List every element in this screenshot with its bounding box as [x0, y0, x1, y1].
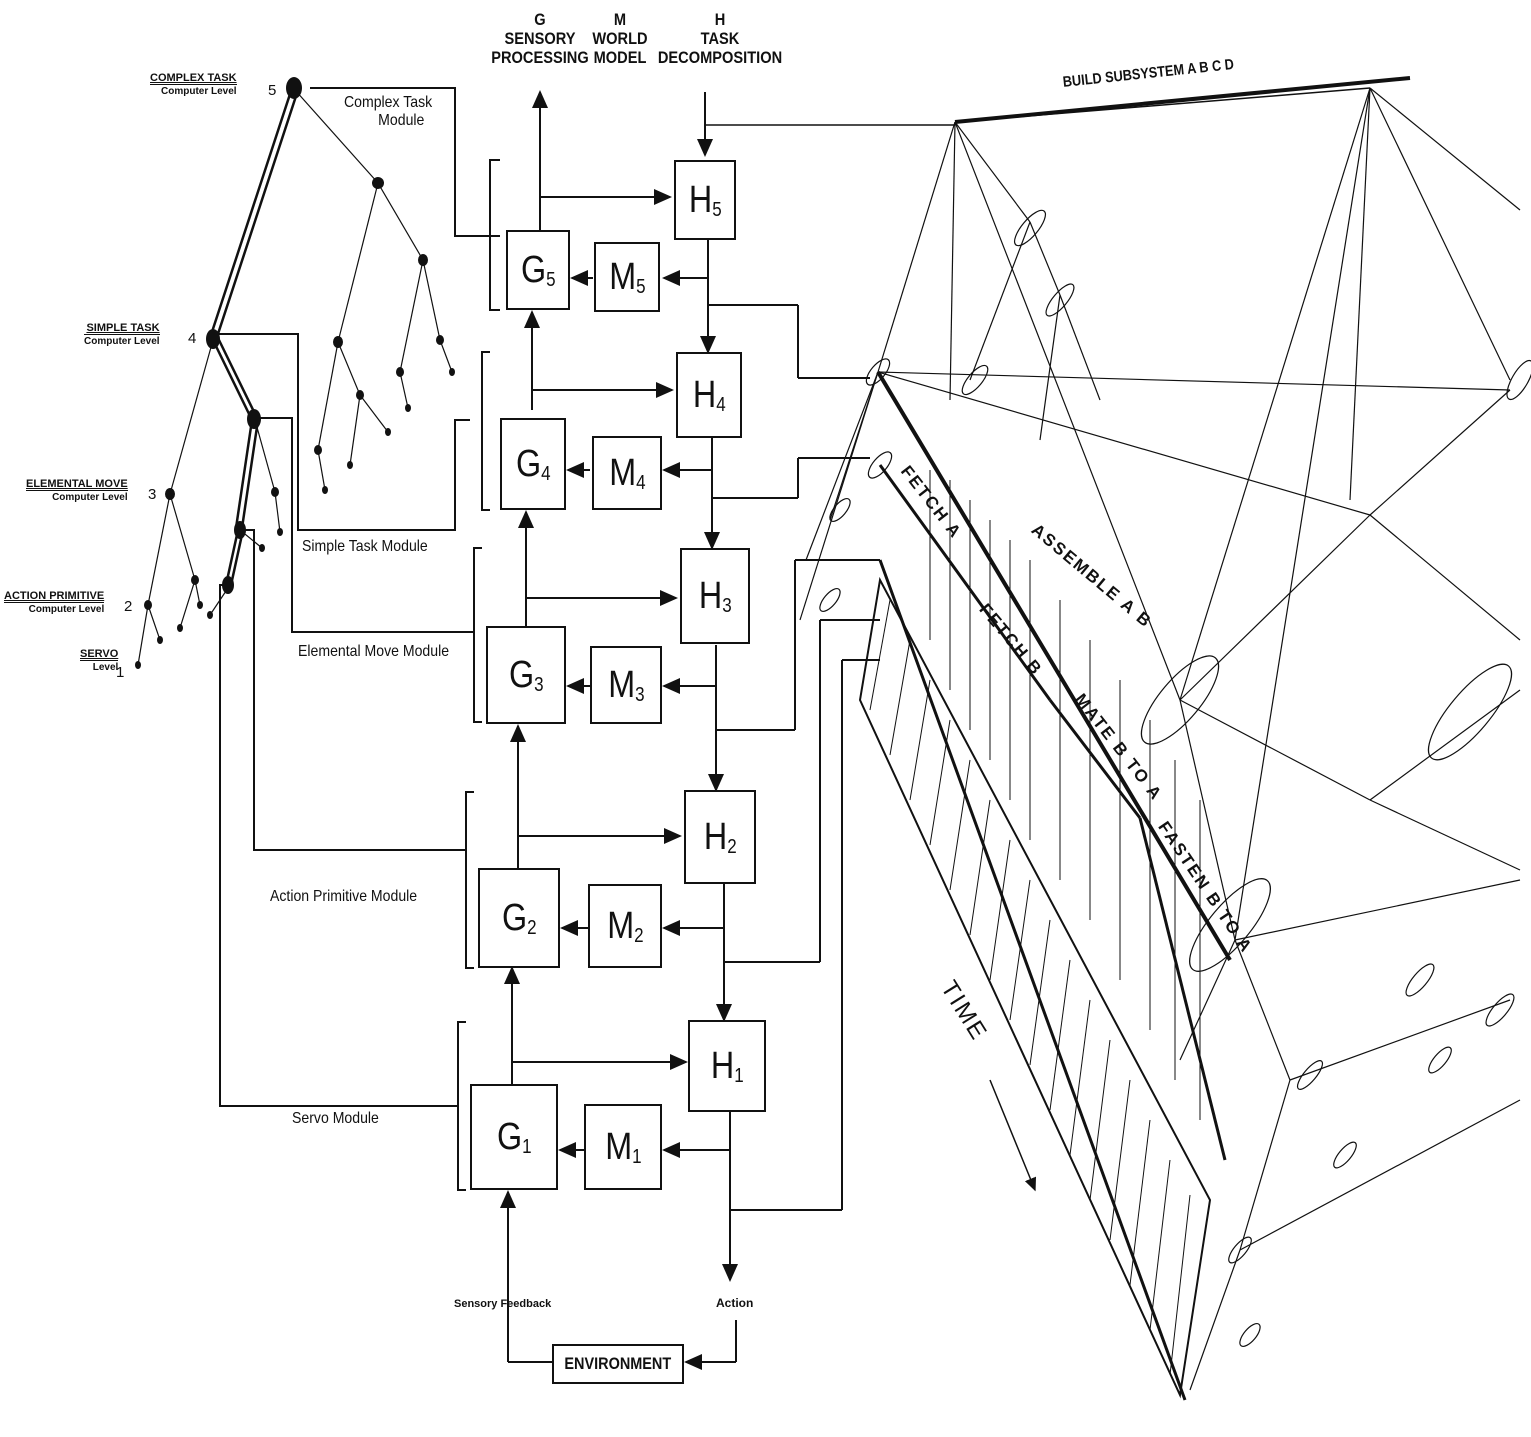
level-3-label: ELEMENTAL MOVE Computer Level — [26, 478, 128, 503]
action-label: Action — [716, 1296, 753, 1310]
level-5-top: COMPLEX TASK — [150, 72, 237, 84]
level-1-number: 1 — [116, 664, 124, 681]
m4-symbol: M4 — [609, 452, 645, 495]
level-2-label: ACTION PRIMITIVE Computer Level — [4, 590, 104, 615]
g1-box: G1 — [470, 1084, 558, 1190]
level-3-top: ELEMENTAL MOVE — [26, 478, 128, 490]
task-line1: TASK — [651, 29, 789, 48]
complex-task-module-label: Complex Task Module — [344, 94, 432, 130]
level-4-top: SIMPLE TASK — [84, 322, 160, 334]
level-4-bottom: Computer Level — [84, 334, 160, 347]
h1-symbol: H1 — [711, 1045, 744, 1088]
level-2-bottom: Computer Level — [4, 602, 104, 615]
m1-box: M1 — [584, 1104, 662, 1190]
g1-symbol: G1 — [497, 1116, 532, 1159]
level-3-bottom: Computer Level — [26, 490, 128, 503]
m2-symbol: M2 — [607, 905, 643, 948]
g4-symbol: G4 — [516, 443, 551, 486]
complex-module-line2: Module — [344, 112, 432, 130]
h4-symbol: H4 — [693, 374, 726, 417]
m4-box: M4 — [592, 436, 662, 510]
m5-symbol: M5 — [609, 256, 645, 299]
g3-box: G3 — [486, 626, 566, 724]
elemental-move-module-label: Elemental Move Module — [298, 643, 449, 661]
level-2-top: ACTION PRIMITIVE — [4, 590, 104, 602]
h3-box: H3 — [680, 548, 750, 644]
m2-box: M2 — [588, 884, 662, 968]
time-arrow — [990, 1080, 1035, 1190]
level-5-bottom: Computer Level — [150, 84, 237, 97]
g4-box: G4 — [500, 418, 566, 510]
h5-box: H5 — [674, 160, 736, 240]
h5-symbol: H5 — [689, 179, 722, 222]
level-1-bottom: Level — [80, 660, 118, 673]
task-letter: H — [651, 10, 789, 29]
environment-label: ENVIRONMENT — [565, 1354, 672, 1374]
g5-box: G5 — [506, 230, 570, 310]
g2-box: G2 — [478, 868, 560, 968]
simple-task-module-label: Simple Task Module — [302, 538, 428, 556]
level-2-number: 2 — [124, 598, 132, 615]
servo-module-label: Servo Module — [292, 1110, 379, 1128]
g5-symbol: G5 — [521, 249, 556, 292]
h2-symbol: H2 — [704, 816, 737, 859]
g2-symbol: G2 — [502, 897, 537, 940]
m1-symbol: M1 — [605, 1126, 641, 1169]
h1-box: H1 — [688, 1020, 766, 1112]
task-line2: DECOMPOSITION — [651, 48, 789, 67]
action-primitive-module-label: Action Primitive Module — [270, 888, 417, 906]
level-4-label: SIMPLE TASK Computer Level — [84, 322, 160, 347]
h2-box: H2 — [684, 790, 756, 884]
h4-box: H4 — [676, 352, 742, 438]
sensory-feedback-label: Sensory Feedback — [454, 1298, 551, 1310]
level-1-top: SERVO — [80, 648, 118, 660]
g3-symbol: G3 — [509, 654, 544, 697]
m3-box: M3 — [590, 646, 662, 724]
level-5-label: COMPLEX TASK Computer Level — [150, 72, 237, 97]
environment-box: ENVIRONMENT — [552, 1344, 684, 1384]
level-5-number: 5 — [268, 82, 276, 99]
level-1-label: SERVO Level — [80, 648, 118, 673]
h3-symbol: H3 — [699, 575, 732, 618]
m5-box: M5 — [594, 242, 660, 312]
m3-symbol: M3 — [608, 664, 644, 707]
level-4-number: 4 — [188, 330, 196, 347]
complex-module-line1: Complex Task — [344, 94, 432, 112]
task-column-header: H TASK DECOMPOSITION — [651, 10, 789, 67]
level-3-number: 3 — [148, 486, 156, 503]
